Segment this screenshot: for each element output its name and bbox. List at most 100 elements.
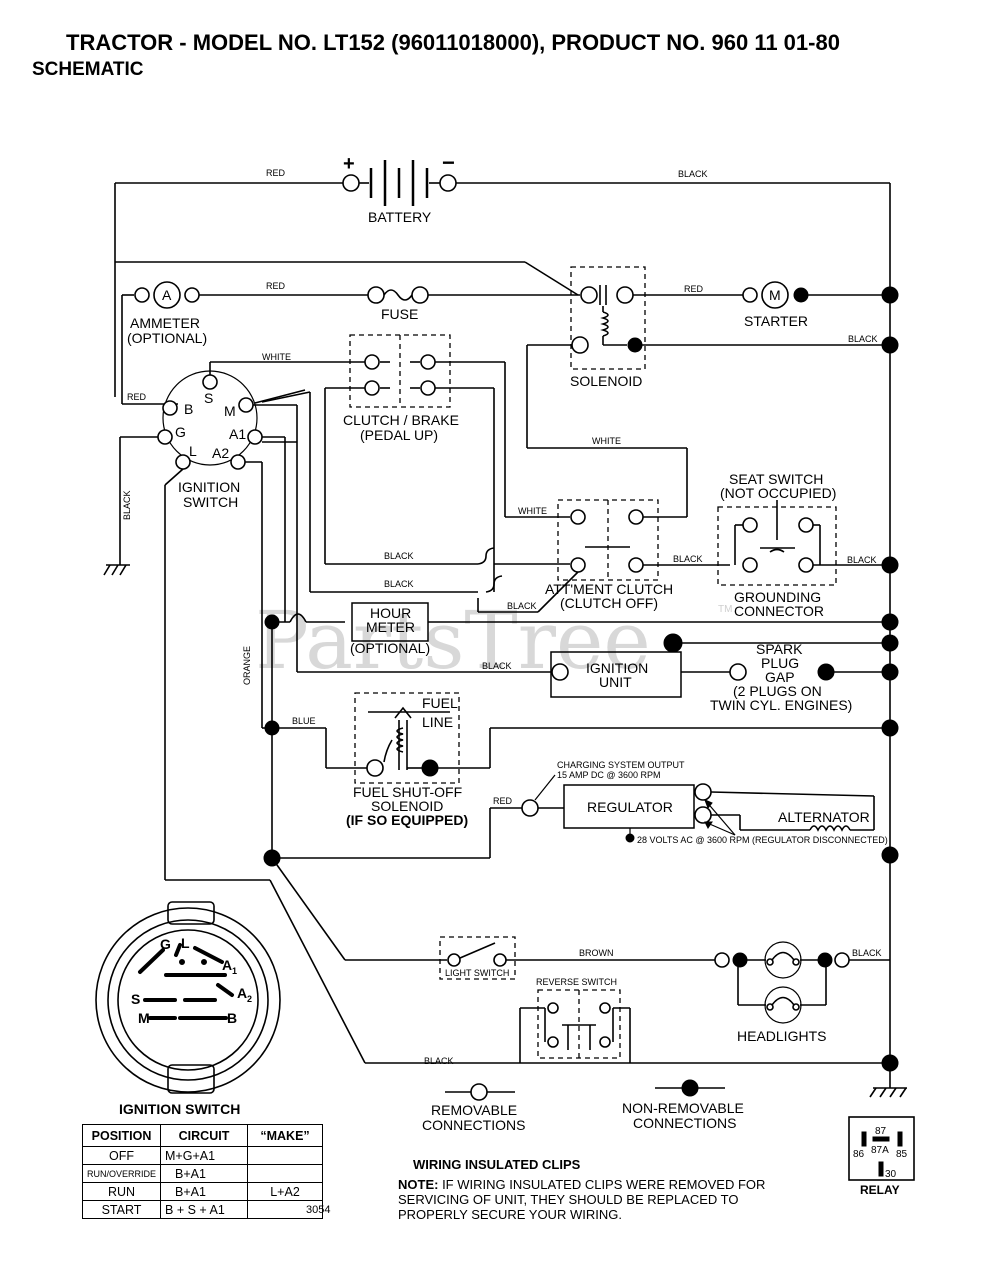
svg-text:SPARK: SPARK: [756, 641, 803, 657]
svg-text:SOLENOID: SOLENOID: [570, 373, 642, 389]
ammeter: A AMMETER (OPTIONAL) RED: [121, 281, 207, 405]
svg-text:BLUE: BLUE: [292, 716, 316, 726]
svg-text:RELAY: RELAY: [860, 1183, 900, 1197]
cell-position: OFF: [81, 1146, 162, 1165]
svg-text:2: 2: [247, 994, 252, 1004]
ignition-unit: IGNITION UNIT: [550, 651, 682, 698]
svg-text:BLACK: BLACK: [848, 334, 878, 344]
svg-text:(CLUTCH OFF): (CLUTCH OFF): [560, 595, 658, 611]
spark-plug: SPARK PLUG GAP (2 PLUGS ON TWIN CYL. ENG…: [710, 641, 852, 713]
svg-text:ATT'MENT CLUTCH: ATT'MENT CLUTCH: [545, 581, 673, 597]
ignition-switch-face: G L A 1 S A 2 M B: [95, 901, 281, 1094]
svg-text:BROWN: BROWN: [579, 948, 614, 958]
svg-text:M: M: [138, 1010, 150, 1026]
svg-text:ORANGE: ORANGE: [242, 646, 252, 685]
svg-text:RED: RED: [684, 284, 704, 294]
svg-text:WHITE: WHITE: [592, 436, 621, 446]
battery: + − BATTERY RED BLACK: [114, 150, 890, 397]
svg-text:85: 85: [896, 1149, 908, 1160]
cell-make: [247, 1200, 324, 1219]
svg-text:ALTERNATOR: ALTERNATOR: [778, 809, 870, 825]
svg-text:L: L: [181, 935, 190, 951]
svg-text:RED: RED: [493, 796, 513, 806]
svg-text:G: G: [160, 936, 171, 952]
cell-circuit: B+A1: [160, 1182, 249, 1201]
table-row: RUN B+A1 L+A2: [81, 1182, 324, 1201]
ignition-switch: B S M G A1 L A2 IGNITION SWITCH: [157, 370, 263, 510]
svg-text:L: L: [189, 443, 197, 459]
note-line-2: SERVICING OF UNIT, THEY SHOULD BE REPLAC…: [398, 1192, 739, 1207]
svg-text:(OPTIONAL): (OPTIONAL): [350, 640, 430, 656]
svg-text:RED: RED: [266, 168, 286, 178]
cell-circuit: M+G+A1: [160, 1146, 249, 1165]
svg-text:S: S: [131, 991, 140, 1007]
header-circuit: CIRCUIT: [160, 1124, 249, 1147]
svg-text:FUSE: FUSE: [381, 306, 418, 322]
headlights: HEADLIGHTS: [714, 941, 850, 1044]
ignition-position-table: POSITION CIRCUIT “MAKE” OFF M+G+A1 RUN/O…: [81, 1124, 324, 1219]
svg-text:BLACK: BLACK: [673, 554, 703, 564]
svg-text:BLACK: BLACK: [384, 579, 414, 589]
page-subtitle: SCHEMATIC: [32, 59, 144, 80]
svg-text:RED: RED: [127, 392, 147, 402]
regulator: CHARGING SYSTEM OUTPUT 15 AMP DC @ 3600 …: [521, 760, 712, 829]
svg-text:BLACK: BLACK: [847, 555, 877, 565]
page-title: TRACTOR - MODEL NO. LT152 (96011018000),…: [66, 30, 840, 55]
svg-text:M: M: [224, 403, 236, 419]
ignition-table-title: IGNITION SWITCH: [119, 1101, 241, 1117]
solenoid: SOLENOID: [570, 266, 646, 389]
svg-text:BLACK: BLACK: [507, 601, 537, 611]
svg-text:A2: A2: [212, 445, 229, 461]
svg-text:SOLENOID: SOLENOID: [371, 798, 443, 814]
svg-text:RED: RED: [266, 281, 286, 291]
cell-position: START: [81, 1200, 162, 1219]
svg-text:(2 PLUGS ON: (2 PLUGS ON: [733, 683, 822, 699]
svg-text:M: M: [769, 287, 781, 303]
svg-text:BLACK: BLACK: [424, 1056, 454, 1066]
clips-title: WIRING INSULATED CLIPS: [413, 1157, 581, 1172]
svg-text:15 AMP DC @ 3600 RPM: 15 AMP DC @ 3600 RPM: [557, 770, 661, 780]
svg-text:A: A: [162, 287, 172, 303]
svg-text:HOUR: HOUR: [370, 605, 411, 621]
clutch-brake-switch: CLUTCH / BRAKE (PEDAL UP): [343, 334, 459, 443]
svg-text:UNIT: UNIT: [599, 674, 632, 690]
svg-text:SWITCH: SWITCH: [183, 494, 238, 510]
svg-text:87A: 87A: [871, 1145, 889, 1156]
svg-text:HEADLIGHTS: HEADLIGHTS: [737, 1028, 826, 1044]
note-line-3: PROPERLY SECURE YOUR WIRING.: [398, 1207, 622, 1222]
svg-text:B: B: [227, 1010, 237, 1026]
svg-text:(PEDAL UP): (PEDAL UP): [360, 427, 438, 443]
svg-text:METER: METER: [366, 619, 415, 635]
svg-text:BLACK: BLACK: [678, 169, 708, 179]
svg-text:GROUNDING: GROUNDING: [734, 589, 821, 605]
svg-text:REGULATOR: REGULATOR: [587, 799, 673, 815]
svg-text:GAP: GAP: [765, 669, 795, 685]
svg-text:REMOVABLE: REMOVABLE: [431, 1102, 517, 1118]
svg-text:28 VOLTS AC @ 3600 RPM (REGULA: 28 VOLTS AC @ 3600 RPM (REGULATOR DISCON…: [637, 835, 888, 845]
svg-text:CLUTCH / BRAKE: CLUTCH / BRAKE: [343, 412, 459, 428]
light-switch: LIGHT SWITCH: [439, 936, 516, 980]
svg-text:IGNITION: IGNITION: [178, 479, 240, 495]
svg-text:BLACK: BLACK: [384, 551, 414, 561]
watermark: PartsTree TM: [255, 594, 732, 687]
svg-text:G: G: [175, 424, 186, 440]
cell-position: RUN: [81, 1182, 162, 1201]
svg-text:WHITE: WHITE: [518, 506, 547, 516]
svg-text:1: 1: [232, 966, 237, 976]
svg-text:TWIN CYL. ENGINES): TWIN CYL. ENGINES): [710, 697, 852, 713]
svg-text:(IF SO EQUIPPED): (IF SO EQUIPPED): [346, 812, 468, 828]
svg-text:NON-REMOVABLE: NON-REMOVABLE: [622, 1100, 744, 1116]
cell-make: [247, 1146, 324, 1165]
reverse-switch: REVERSE SWITCH: [536, 977, 621, 1059]
svg-text:WHITE: WHITE: [262, 352, 291, 362]
svg-text:BLACK: BLACK: [852, 948, 882, 958]
svg-text:+: +: [343, 153, 355, 175]
svg-text:AMMETER: AMMETER: [130, 315, 200, 331]
relay-diagram: 87 87A 86 85 30 RELAY: [848, 1116, 915, 1197]
svg-text:A: A: [222, 957, 232, 973]
alternator: ALTERNATOR 28 VOLTS AC @ 3600 RPM (REGUL…: [637, 791, 888, 845]
svg-text:IGNITION: IGNITION: [586, 660, 648, 676]
svg-text:CONNECTOR: CONNECTOR: [734, 603, 824, 619]
svg-text:BLACK: BLACK: [482, 661, 512, 671]
